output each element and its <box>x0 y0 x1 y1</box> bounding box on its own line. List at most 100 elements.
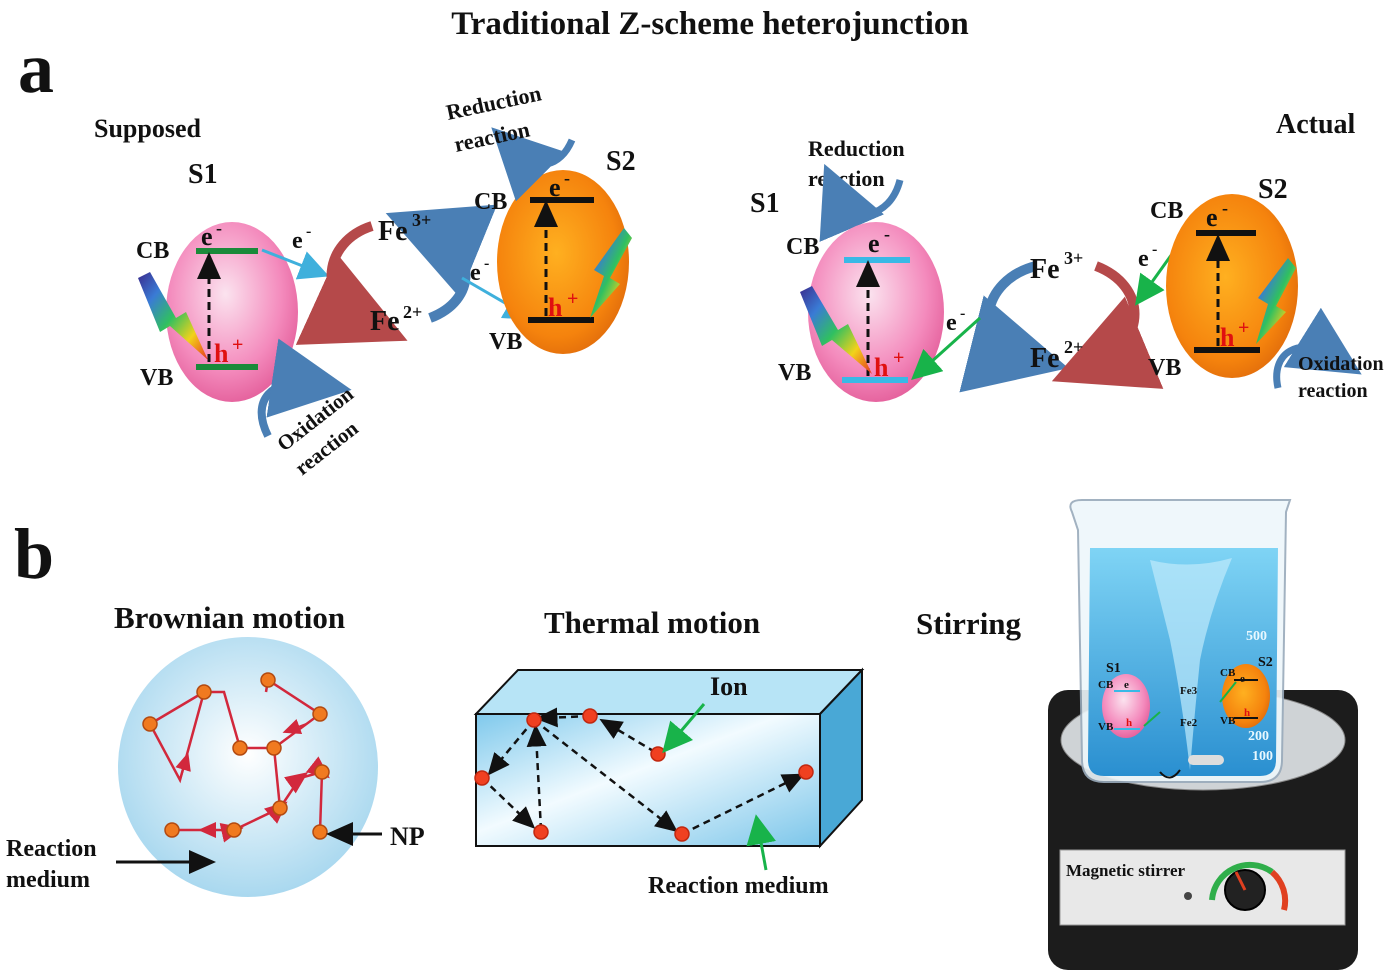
actual-s2-light-icon <box>1256 258 1296 344</box>
supposed-transfer-e-2: e <box>470 260 481 286</box>
actual-reduction-arrow <box>819 163 904 242</box>
supposed-s2-hole: h <box>548 293 563 322</box>
actual-s2-vb-label: VB <box>1148 355 1181 381</box>
actual-s1-hole: h <box>874 353 889 382</box>
stirring-panel: Stirring Magnetic stirrer 500 200 100 S1… <box>916 499 1358 970</box>
brownian-medium-text-2: medium <box>6 867 90 893</box>
stirring-title: Stirring <box>916 606 1022 641</box>
actual-transfer-e-1-sign: - <box>960 305 965 322</box>
actual-label: Actual <box>1276 109 1356 140</box>
actual-s1-label: S1 <box>750 188 780 219</box>
actual-oxidation-text-2: reaction <box>1298 380 1368 402</box>
actual-fe3-sup: 3+ <box>1064 248 1083 268</box>
actual-scheme: Actual S1 S2 Reduction reaction CB VB e … <box>750 109 1384 402</box>
supposed-s2-vb-label: VB <box>489 329 522 355</box>
actual-reduction-text-2: reaction <box>808 166 885 191</box>
actual-transfer-e-1: e <box>946 310 957 336</box>
brownian-title: Brownian motion <box>114 600 345 635</box>
mini-s1-vb: VB <box>1098 721 1114 733</box>
supposed-s2-cb-label: CB <box>474 189 507 215</box>
vortex <box>1150 558 1232 770</box>
supposed-s1-label: S1 <box>188 159 218 190</box>
supposed-transfer-e-1-sign: - <box>306 223 311 240</box>
supposed-s1-light-icon <box>138 272 208 360</box>
stirrer-indicator-light <box>1184 892 1192 900</box>
supposed-s1-electron-sign: - <box>216 218 222 238</box>
speed-knob-pointer <box>1234 871 1247 891</box>
ion-pointer-arrow <box>662 703 706 754</box>
supposed-s1-hole: h <box>214 339 229 368</box>
supposed-scheme: Supposed S1 S2 CB VB e - h + e - Fe 3+ F… <box>94 80 636 480</box>
box-front-face <box>475 713 821 847</box>
actual-transfer-e-2: e <box>1138 246 1149 272</box>
supposed-fe-oxidation-arrow <box>385 204 498 323</box>
actual-electron-transfer-1 <box>911 316 982 381</box>
box-top-face <box>473 669 865 715</box>
mini-s1-h: h <box>1126 717 1132 729</box>
thermal-medium-label: Reaction medium <box>648 873 829 899</box>
actual-fe-reduction-arrow <box>959 261 1069 393</box>
supposed-reduction-text-2: reaction <box>452 117 532 157</box>
actual-s1-light-icon <box>800 286 872 374</box>
mini-s2-vb: VB <box>1220 715 1236 727</box>
supposed-s2-electron: e <box>549 173 561 202</box>
supposed-fe-reduction-arrow <box>295 221 408 345</box>
actual-fe2-label: Fe <box>1030 343 1060 374</box>
mini-fe2: Fe2 <box>1180 717 1198 729</box>
supposed-s1-hole-sign: + <box>232 334 243 356</box>
actual-s2-cb-label: CB <box>1150 198 1183 224</box>
actual-s2-hole: h <box>1220 323 1235 352</box>
mini-transfer-1 <box>1143 711 1161 727</box>
beaker-mark-2: 200 <box>1248 729 1269 744</box>
supposed-oxidation-arrow <box>257 338 352 438</box>
brownian-nanoparticles <box>142 672 330 840</box>
mini-s1-cb: CB <box>1098 679 1114 691</box>
mini-s1-label: S1 <box>1106 661 1121 676</box>
actual-s1-vb-label: VB <box>778 360 811 386</box>
thermal-motion-panel: Thermal motion Ion Reaction medium <box>473 605 865 899</box>
brownian-medium-text-1: Reaction <box>6 836 97 862</box>
actual-s2-electron-sign: - <box>1222 198 1228 218</box>
brownian-motion-panel: Brownian motion NP Reaction medium <box>6 600 425 897</box>
supposed-s2-electron-sign: - <box>564 168 570 188</box>
supposed-fe2-label: Fe <box>370 306 400 337</box>
figure-title: Traditional Z-scheme heterojunction <box>451 6 969 42</box>
actual-s1-hole-sign: + <box>893 347 904 369</box>
supposed-transfer-e-1: e <box>292 228 303 254</box>
reaction-medium-circle <box>118 637 378 897</box>
actual-fe3-label: Fe <box>1030 254 1060 285</box>
mini-s2-cb: CB <box>1220 667 1236 679</box>
supposed-s1-electron: e <box>201 222 213 251</box>
stir-bar <box>1188 755 1224 765</box>
supposed-s2-hole-sign: + <box>567 288 578 310</box>
mini-transfer-2 <box>1219 681 1237 703</box>
thermal-title: Thermal motion <box>544 605 760 640</box>
ion-path <box>481 707 805 836</box>
speed-scale-green <box>1209 861 1274 901</box>
mini-s2-h: h <box>1244 707 1250 719</box>
actual-s1-electron: e <box>868 229 880 258</box>
supposed-reduction-text-1: Reduction <box>444 80 544 125</box>
supposed-fe3-sup: 3+ <box>412 210 431 230</box>
mini-s2-label: S2 <box>1258 655 1273 670</box>
supposed-s1-vb-label: VB <box>140 365 173 391</box>
thermal-medium-pointer-arrow <box>746 814 776 871</box>
stirrer-label: Magnetic stirrer <box>1066 861 1186 880</box>
actual-fe-oxidation-arrow <box>1051 261 1164 389</box>
ions <box>474 708 814 842</box>
mini-fe3: Fe3 <box>1180 685 1198 697</box>
supposed-label: Supposed <box>94 114 201 143</box>
actual-s1-cb-label: CB <box>786 234 819 260</box>
supposed-fe2-sup: 2+ <box>403 302 422 322</box>
actual-oxidation-text-1: Oxidation <box>1298 353 1384 375</box>
supposed-transfer-e-2-sign: - <box>484 255 489 272</box>
beaker-mark-1: 500 <box>1246 629 1267 644</box>
actual-s2-hole-sign: + <box>1238 317 1249 339</box>
stir-rotation-arrow <box>1159 769 1181 779</box>
actual-s1-electron-sign: - <box>884 224 890 244</box>
actual-s2-electron: e <box>1206 203 1218 232</box>
supposed-s2-label: S2 <box>606 146 636 177</box>
actual-fe2-sup: 2+ <box>1064 337 1083 357</box>
supposed-s2-light-icon <box>590 228 632 318</box>
supposed-reduction-arrow <box>491 127 576 202</box>
